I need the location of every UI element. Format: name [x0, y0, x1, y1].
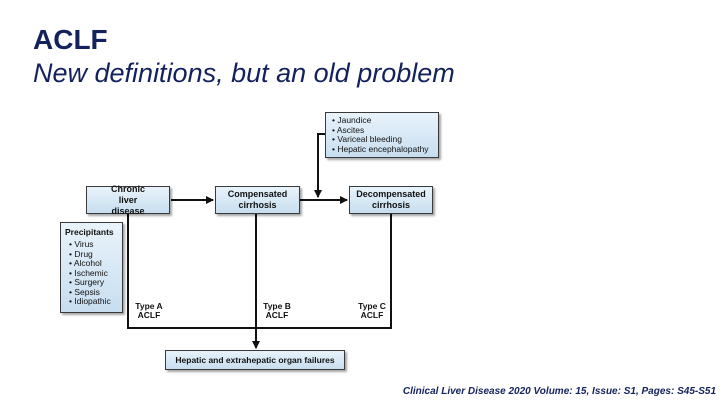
precipitant-item: Surgery: [69, 277, 122, 288]
event-item: Hepatic encephalopathy: [332, 144, 438, 155]
event-item: Variceal bleeding: [332, 134, 438, 145]
precipitant-item: Idiopathic: [69, 296, 122, 307]
chronic-liver-disease-box: Chronic liver disease: [86, 183, 170, 216]
citation: Clinical Liver Disease 2020 Volume: 15, …: [402, 386, 716, 397]
arrow-events-to-progression: [314, 133, 325, 198]
precipitant-item: Drug: [69, 249, 122, 260]
precipitants-box: Precipitants Virus Drug Alcohol Ischemic…: [60, 222, 123, 313]
slide-subtitle: New definitions, but an old problem: [33, 58, 455, 88]
organ-failures-box: Hepatic and extrahepatic organ failures: [165, 350, 345, 370]
precipitant-item: Virus: [69, 239, 122, 250]
type-a-line2: ACLF: [137, 310, 161, 320]
type-a-line1: Type A: [135, 301, 163, 311]
decompensation-events-box: Jaundice Ascites Variceal bleeding Hepat…: [325, 112, 439, 158]
type-c-line2: ACLF: [360, 310, 384, 320]
organ-failures-label: Hepatic and extrahepatic organ failures: [175, 354, 335, 365]
precipitant-item: Alcohol: [69, 258, 122, 269]
type-b-label: Type B ACLF: [260, 302, 294, 320]
type-b-line2: ACLF: [265, 310, 289, 320]
decompensated-cirrhosis-label: Decompensated cirrhosis: [356, 189, 426, 210]
type-c-label: Type C ACLF: [355, 302, 389, 320]
event-item: Jaundice: [332, 115, 438, 126]
type-c-line1: Type C: [358, 301, 386, 311]
event-item: Ascites: [332, 125, 438, 136]
precipitants-title: Precipitants: [65, 227, 114, 237]
type-b-line1: Type B: [263, 301, 291, 311]
slide-title: ACLF: [33, 24, 108, 55]
decompensated-cirrhosis-box: Decompensated cirrhosis: [349, 186, 433, 214]
chronic-liver-disease-label: Chronic liver disease: [110, 183, 145, 216]
type-a-label: Type A ACLF: [132, 302, 166, 320]
compensated-cirrhosis-box: Compensated cirrhosis: [215, 186, 300, 214]
line-type-a-c: [127, 214, 392, 329]
compensated-cirrhosis-label: Compensated cirrhosis: [227, 189, 288, 210]
precipitant-item: Sepsis: [69, 287, 122, 298]
precipitant-item: Ischemic: [69, 268, 122, 279]
